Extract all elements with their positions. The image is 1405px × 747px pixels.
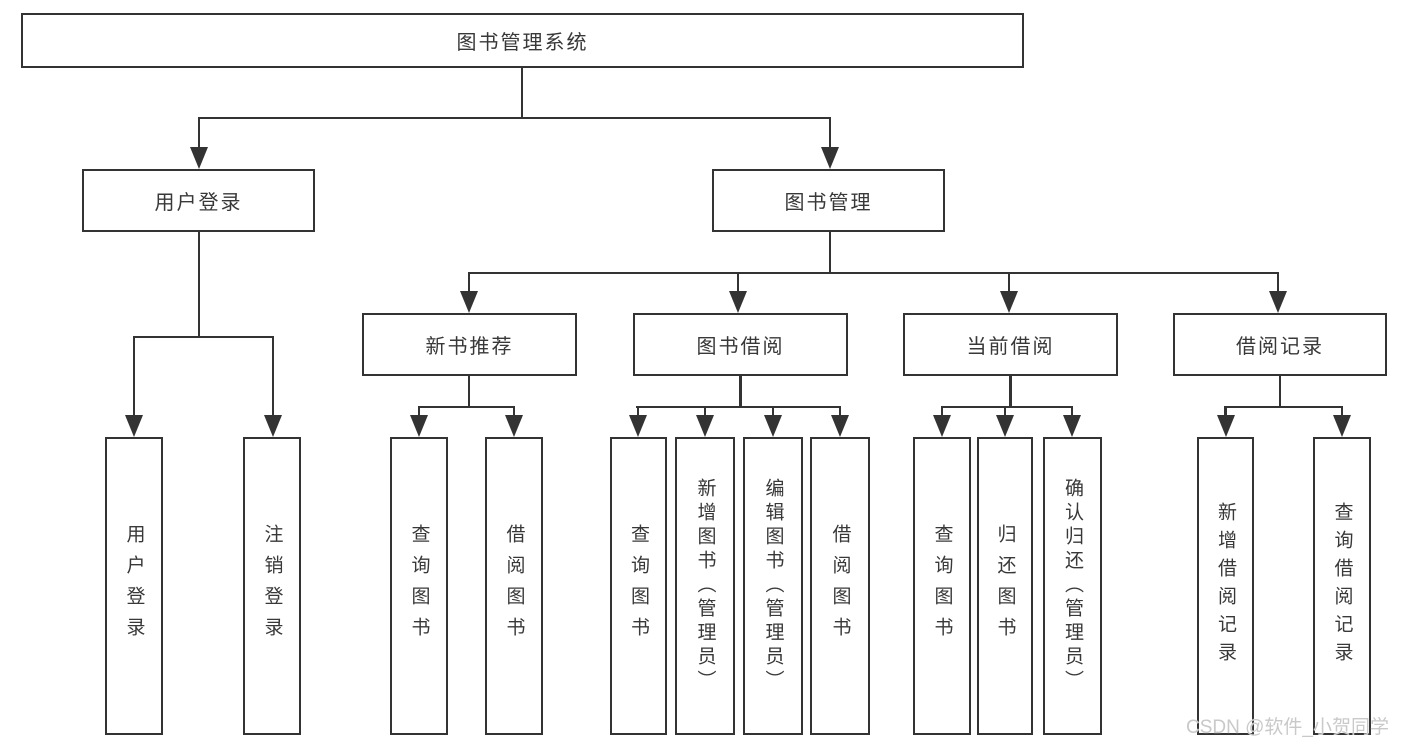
connector-line: [771, 407, 775, 419]
node-borrowing-records: 借阅记录: [1173, 313, 1387, 376]
connector-line: [703, 407, 707, 419]
arrow-down-icon: [264, 415, 282, 437]
leaf-add-books-admin: 新增图书（管理员）: [675, 437, 735, 735]
connector-line: [736, 273, 740, 294]
arrow-down-icon: [410, 415, 428, 437]
arrow-down-icon: [1269, 291, 1287, 313]
connector-line: [1009, 376, 1012, 407]
leaf-query-borrow-record-label: 查询借阅记录: [1331, 502, 1353, 670]
node-book-borrowing: 图书借阅: [633, 313, 848, 376]
connector-line: [197, 232, 201, 338]
connector-line: [828, 118, 832, 151]
connector-line: [467, 273, 471, 294]
arrow-down-icon: [125, 415, 143, 437]
connector-line: [271, 337, 275, 418]
arrow-down-icon: [505, 415, 523, 437]
arrow-down-icon: [764, 415, 782, 437]
arrow-down-icon: [460, 291, 478, 313]
connector-line: [197, 116, 832, 120]
leaf-edit-books-admin: 编辑图书（管理员）: [743, 437, 803, 735]
leaf-logout-label: 注销登录: [261, 524, 283, 648]
connector-line: [1070, 407, 1074, 419]
node-new-book-recommend-label: 新书推荐: [425, 336, 514, 358]
connector-line: [940, 405, 1074, 409]
connector-line: [132, 337, 136, 418]
arrow-down-icon: [821, 147, 839, 169]
leaf-return-books: 归还图书: [977, 437, 1033, 735]
arrow-down-icon: [831, 415, 849, 437]
arrow-down-icon: [1333, 415, 1351, 437]
leaf-newbooks-query-books: 查询图书: [390, 437, 448, 735]
connector-line: [838, 407, 842, 419]
connector-line: [828, 232, 832, 274]
leaf-borrowing-query-books: 查询图书: [610, 437, 667, 735]
connector-line: [467, 271, 1280, 275]
leaf-add-borrow-record-label: 新增借阅记录: [1215, 502, 1236, 670]
arrow-down-icon: [1216, 415, 1235, 437]
connector-line: [512, 407, 516, 419]
leaf-newbooks-query-books-label: 查询图书: [408, 524, 430, 648]
connector-line: [417, 405, 516, 409]
arrow-down-icon: [1000, 291, 1018, 313]
node-book-management-label: 图书管理: [784, 192, 873, 214]
arrow-down-icon: [696, 415, 714, 437]
node-new-book-recommend: 新书推荐: [362, 313, 577, 376]
connector-line: [520, 68, 524, 118]
node-book-management: 图书管理: [712, 169, 945, 232]
leaf-newbooks-borrow-books: 借阅图书: [485, 437, 543, 735]
connector-line: [1224, 407, 1227, 419]
connector-line: [1003, 407, 1007, 419]
leaf-logout: 注销登录: [243, 437, 301, 735]
connector-line: [940, 407, 944, 419]
arrow-down-icon: [190, 147, 208, 169]
leaf-confirm-return-admin-label: 确认归还（管理员）: [1062, 478, 1083, 694]
node-borrowing-records-label: 借阅记录: [1236, 336, 1324, 358]
connector-line: [132, 335, 275, 339]
node-current-borrowing: 当前借阅: [903, 313, 1118, 376]
leaf-borrowing-borrow-books: 借阅图书: [810, 437, 870, 735]
connector-line: [1278, 376, 1282, 407]
leaf-add-books-admin-label: 新增图书（管理员）: [694, 478, 716, 694]
connector-line: [739, 376, 742, 407]
leaf-borrowing-query-books-label: 查询图书: [628, 524, 649, 648]
connector-line: [1223, 405, 1344, 409]
node-root-label: 图书管理系统: [456, 32, 589, 54]
connector-line: [417, 407, 421, 419]
node-current-borrowing-label: 当前借阅: [966, 336, 1055, 358]
connector-line: [1007, 273, 1011, 294]
node-book-borrowing-label: 图书借阅: [696, 336, 785, 358]
arrow-down-icon: [933, 415, 951, 437]
arrow-down-icon: [729, 291, 747, 313]
leaf-user-login-label: 用户登录: [123, 524, 145, 648]
connector-line: [636, 407, 640, 419]
connector-line: [635, 405, 842, 409]
node-user-login: 用户登录: [82, 169, 315, 232]
connector-line: [467, 376, 471, 407]
leaf-borrowing-borrow-books-label: 借阅图书: [829, 524, 851, 648]
leaf-confirm-return-admin: 确认归还（管理员）: [1043, 437, 1102, 735]
leaf-add-borrow-record: 新增借阅记录: [1197, 437, 1254, 735]
connector-line: [1276, 273, 1280, 294]
leaf-current-query-books-label: 查询图书: [931, 524, 953, 648]
connector-line: [197, 118, 201, 151]
leaf-edit-books-admin-label: 编辑图书（管理员）: [762, 478, 784, 694]
leaf-user-login: 用户登录: [105, 437, 163, 735]
leaf-newbooks-borrow-books-label: 借阅图书: [503, 524, 525, 648]
leaf-return-books-label: 归还图书: [994, 524, 1016, 648]
connector-line: [1340, 407, 1344, 419]
leaf-query-borrow-record: 查询借阅记录: [1313, 437, 1371, 735]
node-root: 图书管理系统: [21, 13, 1024, 68]
csdn-watermark: CSDN @软件_小贺同学: [1186, 717, 1389, 738]
arrow-down-icon: [996, 415, 1014, 437]
leaf-current-query-books: 查询图书: [913, 437, 971, 735]
arrow-down-icon: [629, 415, 647, 437]
node-user-login-label: 用户登录: [154, 192, 243, 214]
arrow-down-icon: [1063, 415, 1081, 437]
